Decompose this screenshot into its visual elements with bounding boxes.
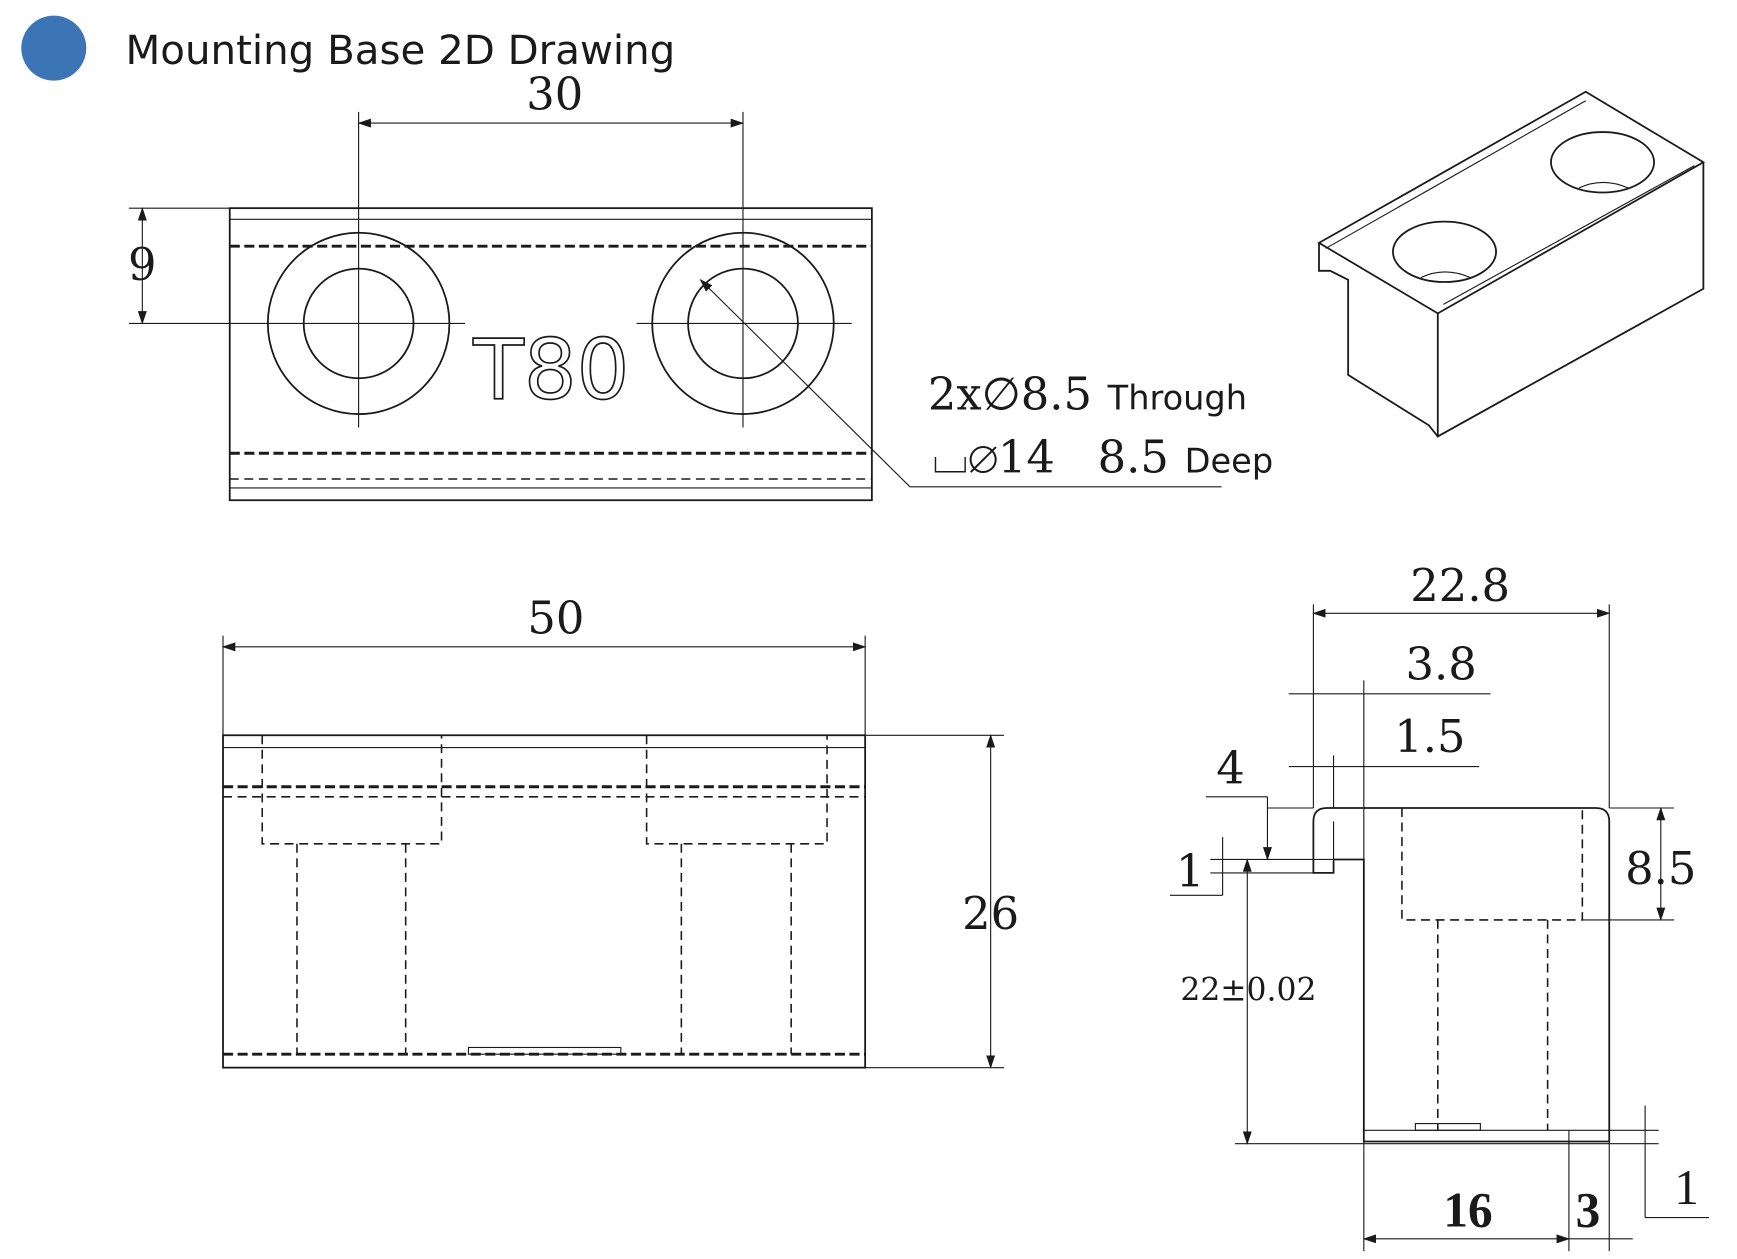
dim-hole-offset: 9: [128, 238, 157, 291]
side-view: 22.8 3.8 1.5 4 1 22±0.02 8.5 1 16 3: [1169, 559, 1709, 1252]
drawing-title: Mounting Base 2D Drawing: [126, 27, 676, 74]
dim-edge: 3: [1576, 1183, 1601, 1238]
dim-width: 22.8: [1410, 559, 1510, 612]
dim-lip-depth: 4: [1216, 741, 1245, 794]
dim-hole-spacing: 30: [526, 68, 583, 121]
dim-bottom: 1: [1674, 1160, 1699, 1215]
dim-lip-inner: 1.5: [1394, 710, 1465, 763]
dim-base: 16: [1443, 1183, 1492, 1238]
dim-lip: 3.8: [1406, 637, 1477, 690]
front-view: 50 26: [221, 591, 1019, 1069]
top-view: T80 30 9 2x∅8.5 Through ⌴∅14 8.5 Deep: [128, 68, 1273, 502]
callout-counterbore: ⌴∅14 8.5 Deep: [932, 430, 1273, 483]
callout-through: 2x∅8.5 Through: [928, 368, 1247, 421]
bullet-icon: [21, 15, 87, 81]
isometric-view: [1317, 90, 1706, 438]
dim-height: 26: [962, 887, 1019, 940]
dim-height-tolerance: 22±0.02: [1180, 973, 1316, 1009]
dim-length: 50: [527, 591, 584, 644]
dim-step: 1: [1176, 844, 1205, 897]
title-block: Mounting Base 2D Drawing: [21, 15, 676, 81]
t80-engraving: T80: [472, 321, 629, 418]
dim-counterbore: 8.5: [1625, 842, 1696, 895]
